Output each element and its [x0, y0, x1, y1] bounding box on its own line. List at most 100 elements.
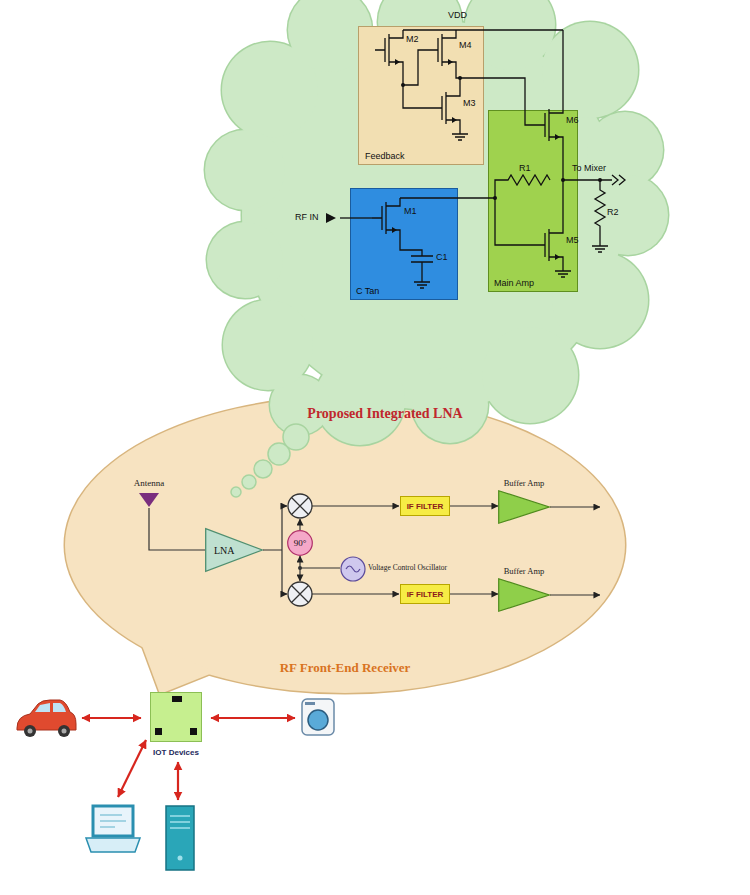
- receiver-wires: [263, 506, 600, 595]
- server-tower-icon-part: [166, 806, 194, 870]
- transistor-m4: [428, 30, 456, 70]
- receiver-wires-part: [550, 506, 600, 507]
- car-icon-part: [28, 729, 33, 734]
- lna-cloud-outline-part-part: [207, 222, 283, 298]
- ground-symbol: [592, 240, 608, 252]
- part-label: R2: [607, 207, 619, 218]
- lna-schematic-part: [563, 179, 612, 180]
- phase-shifter-circle: 90°: [287, 530, 313, 556]
- antenna-symbol: Antenna: [124, 478, 174, 508]
- car-icon-part: [58, 725, 70, 737]
- signal-connector: [300, 556, 340, 568]
- iot-link-arrows-part: [211, 717, 295, 719]
- lna-schematic-part: [460, 78, 535, 125]
- lna-amplifier: LNA: [205, 528, 263, 572]
- transistor-m6: [535, 105, 563, 145]
- lna-cloud-outline-part: [204, 0, 670, 447]
- iot-link-arrows-part: [82, 717, 141, 719]
- washer-icon: [302, 699, 334, 735]
- junction-dots-part: [493, 196, 497, 200]
- lna-schematic-part: [400, 197, 495, 198]
- lna-cloud-outline-part-part: [588, 175, 668, 255]
- iot-hub-box-outline-part: [151, 693, 202, 742]
- laptop-icon: [86, 806, 140, 852]
- junction-dots-part: [458, 76, 462, 80]
- transistor-m1: [372, 198, 400, 238]
- node-text: Voltage Control Oscillator: [368, 564, 448, 573]
- buffer-amp-triangle-outline-part: [499, 491, 550, 524]
- part-label: VDD: [448, 10, 467, 21]
- ground-symbol: [555, 265, 571, 277]
- lna-cloud-outline-part-part: [542, 22, 638, 118]
- lna-schematic-part: [403, 29, 563, 30]
- lna-schematic-part: [595, 180, 605, 240]
- lna-schematic-part: [562, 30, 563, 105]
- car-icon-part: [35, 703, 50, 712]
- receiver-wires-part: [299, 519, 300, 530]
- transistor-m5: [535, 225, 563, 265]
- lna-schematic-part: [340, 217, 372, 218]
- receiver-bubble-outline-part-part: [140, 640, 215, 694]
- car-icon-part: [17, 700, 76, 730]
- washer-icon-part: [305, 702, 315, 705]
- node-text: C Tan: [356, 286, 379, 296]
- antenna-symbol-outline: [139, 493, 159, 507]
- junction-dots-part: [598, 178, 602, 182]
- iot-link-arrows-part: [177, 762, 179, 800]
- car-icon: [17, 700, 76, 737]
- node-text: RF Front-End Receiver: [280, 660, 411, 676]
- server-tower-icon: [166, 806, 194, 870]
- iot-hub-box-outline-part: [190, 728, 197, 735]
- receiver-wires-part: [282, 593, 287, 594]
- node-text: Feedback: [365, 151, 405, 161]
- ground-symbol: [414, 276, 430, 288]
- if-filter-box: IF FILTER: [400, 496, 450, 516]
- input-port-arrow: [326, 213, 336, 223]
- node-text: LNA: [214, 545, 235, 556]
- receiver-wires-part: [312, 505, 399, 506]
- washer-icon-part: [308, 710, 328, 730]
- cloud-puffs-part: [254, 460, 272, 478]
- mixer-symbol: [288, 582, 312, 606]
- laptop-icon-part: [93, 806, 133, 836]
- node-text: Buffer Amp: [504, 566, 545, 577]
- receiver-wires-part: [312, 593, 399, 594]
- oscillator-circle-outline-part: [346, 566, 360, 572]
- buffer-amp-triangle: Buffer Amp: [498, 566, 550, 612]
- receiver-wires-part: [263, 506, 282, 594]
- part-label: M5: [566, 235, 579, 246]
- node-text: Main Amp: [494, 278, 534, 288]
- car-icon-part: [24, 725, 36, 737]
- phase-shifter-circle-outline-part: [288, 531, 313, 556]
- buffer-amp-triangle-outline: [498, 578, 550, 612]
- ground-symbol: [452, 128, 468, 140]
- node-text: Antenna: [134, 478, 165, 489]
- lna-cloud-outline-part-part: [482, 327, 578, 423]
- server-tower-icon-part: [170, 816, 190, 828]
- car-icon-part: [62, 729, 67, 734]
- part-label: M4: [459, 40, 472, 51]
- signal-connector: [450, 505, 498, 506]
- node-text: IOT Devices: [153, 748, 199, 758]
- oscillator-circle: Voltage Control Oscillator: [340, 552, 450, 584]
- node-text: Proposed Integrated LNA: [307, 406, 462, 422]
- node-text: IF FILTER: [407, 590, 444, 599]
- transistor-m2: [375, 30, 403, 70]
- lna-cloud-outline-part-part: [205, 130, 285, 210]
- part-label: M6: [566, 115, 579, 126]
- iot-hub-box-outline: [145, 692, 207, 742]
- server-tower-icon-part: [178, 856, 183, 861]
- lna-cloud-outline-part-part: [412, 367, 488, 443]
- buffer-amp-triangle-outline: [498, 490, 550, 524]
- cloud-puffs: [231, 424, 309, 497]
- lna-cloud-outline-part: [205, 0, 668, 445]
- junction-dots-part: [561, 178, 565, 182]
- iot-link-arrows-part: [118, 740, 146, 797]
- part-label: R1: [519, 163, 531, 174]
- cloud-puffs-part: [283, 424, 309, 450]
- junction-dots: [401, 76, 602, 200]
- car-icon-part: [53, 703, 66, 712]
- oscillator-circle-outline-part: [341, 557, 365, 581]
